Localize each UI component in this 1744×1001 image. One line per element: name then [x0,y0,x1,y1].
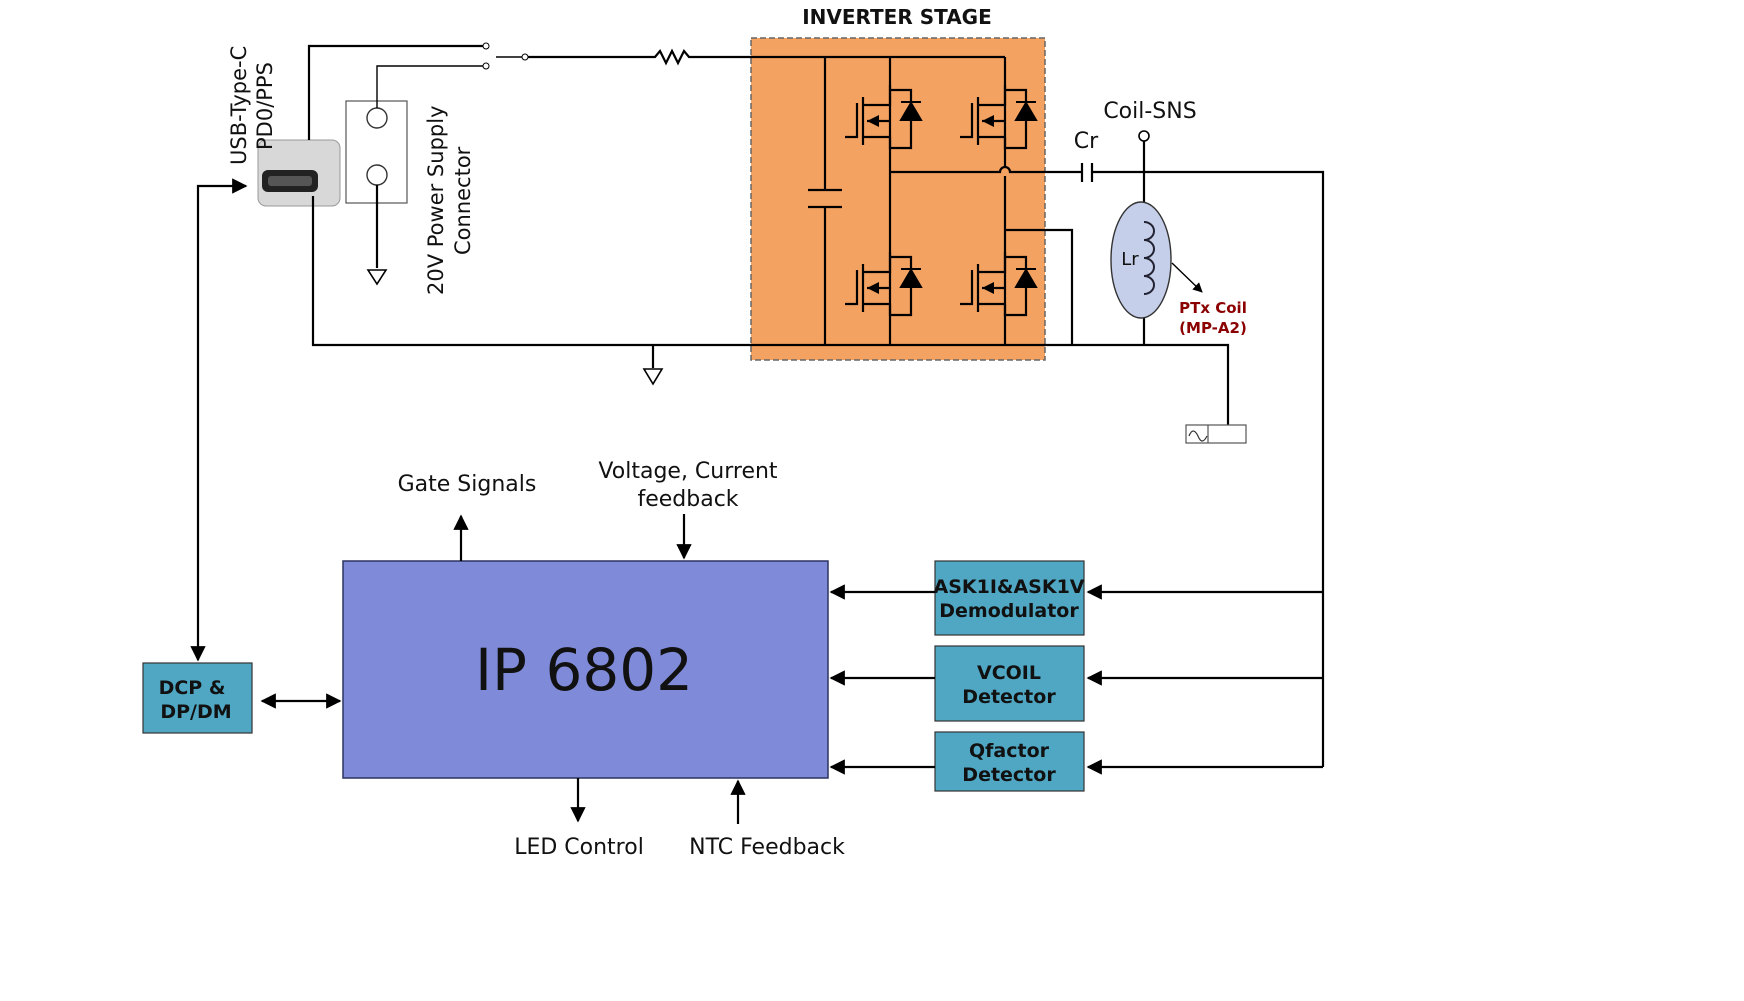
psu-label-line1: 20V Power Supply [424,106,448,296]
ntc-feedback-label: NTC Feedback [689,835,845,860]
ask-demodulator-block [934,560,1085,636]
vi-feedback-label-line2: feedback [637,487,738,512]
main-ic-block [342,560,829,779]
ground-symbol-psu [366,269,388,286]
mosfet-low-right-icon [960,252,1038,317]
usb-label-line2: PD0/PPS [253,62,277,150]
usb-type-c-connector-icon [257,139,341,207]
usb-label-line1: USB-Type-C [227,46,251,165]
dcp-label-line1: DCP & [159,677,226,699]
dcp-dpdm-block [142,662,253,734]
capacitor-cr-icon [1080,163,1094,182]
vcoil-label-line2: Detector [962,686,1056,708]
qfactor-label-line2: Detector [962,764,1056,786]
cr-label: Cr [1074,129,1099,154]
ask-label-line2: Demodulator [939,600,1079,622]
inverter-stage-region [750,37,1046,361]
coil-sns-label: Coil-SNS [1103,99,1196,124]
dcp-label-line2: DP/DM [160,701,231,723]
ask-label-line1: ASK1I&ASK1V [933,576,1084,598]
mosfet-low-left-icon [845,252,923,317]
inverter-stage-title: INVERTER STAGE [802,5,992,29]
psu-label-line2: Connector [451,146,475,255]
led-control-label: LED Control [514,835,644,860]
gate-signals-label: Gate Signals [398,472,537,497]
ptx-coil-ellipse [1110,201,1172,319]
mosfet-high-left-icon [845,85,923,150]
vi-feedback-label-line1: Voltage, Current [598,459,778,484]
ptx-coil-label-line2: (MP-A2) [1179,319,1247,337]
main-ic-label: IP 6802 [475,636,693,704]
vcoil-detector-block [934,645,1085,722]
vcoil-label-line1: VCOIL [977,662,1041,684]
qfactor-detector-block [934,731,1085,792]
ground-symbol-main [642,368,664,386]
lr-label: Lr [1121,249,1139,270]
coil-sns-terminal [1138,130,1150,142]
signal-source-icon [1185,424,1247,444]
mosfet-high-right-icon [960,85,1038,150]
ptx-coil-label-line1: PTx Coil [1179,299,1247,317]
qfactor-label-line1: Qfactor [969,740,1050,762]
inductor-lr-icon [1143,221,1155,295]
